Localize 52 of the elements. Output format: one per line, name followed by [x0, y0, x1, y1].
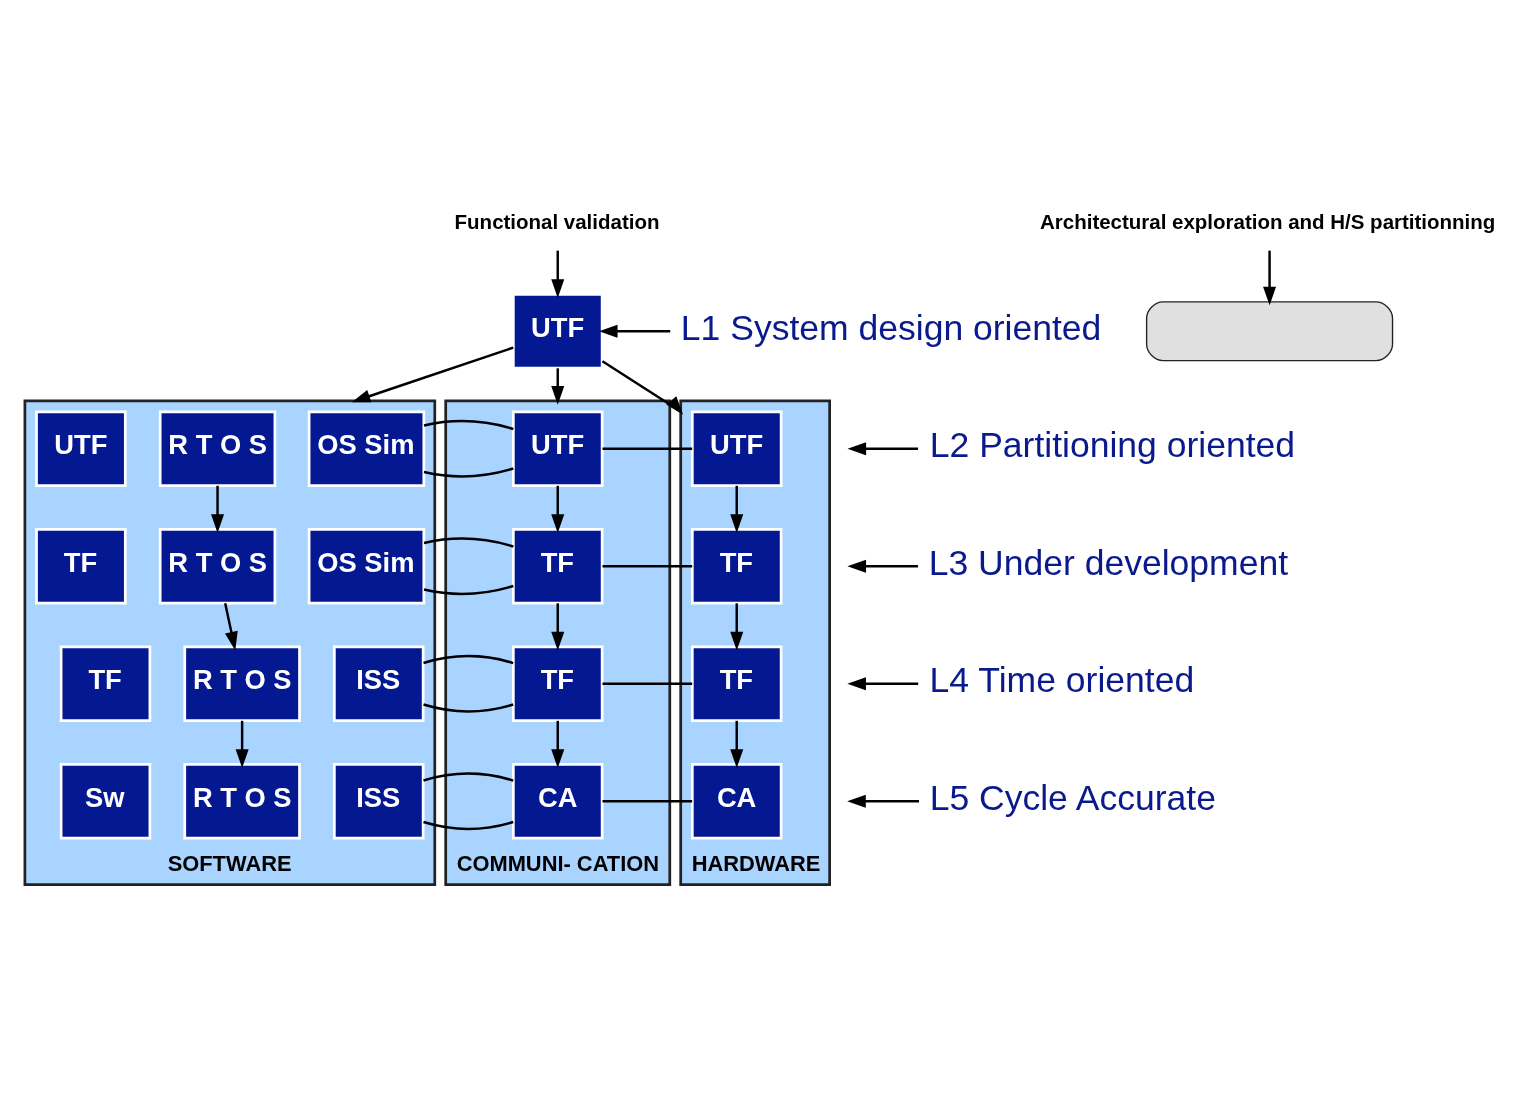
node-text: L3 Under development: [928, 542, 1289, 583]
node-box: TF: [511, 527, 604, 604]
arrow: [551, 485, 565, 533]
arrow: [224, 602, 238, 650]
connector: [602, 799, 693, 802]
arrow: [551, 720, 565, 768]
node-box: UTF: [690, 410, 783, 487]
node-text: L1 System design oriented: [680, 307, 1102, 348]
node-box: CA: [690, 762, 783, 839]
node-box: TF: [59, 645, 152, 722]
node-box: ISS: [333, 762, 425, 839]
node-box: OS Sim: [307, 410, 426, 487]
node-box: TF: [511, 645, 604, 722]
arrow: [211, 485, 225, 533]
arrow: [551, 367, 565, 405]
node-text: L5 Cycle Accurate: [929, 777, 1216, 818]
connector: [602, 447, 693, 450]
node-box: OS Sim: [307, 527, 426, 604]
arrow: [551, 250, 565, 298]
arrow: [551, 602, 565, 650]
node-box: R T O S: [158, 527, 277, 604]
node-box: ISS: [333, 645, 425, 722]
arrow: [601, 359, 684, 415]
arrow: [847, 794, 919, 808]
node-text: L4 Time oriented: [929, 659, 1195, 700]
arrow: [730, 485, 744, 533]
node-text: Architectural exploration and H/S partitionning: [1040, 209, 1496, 233]
arrow: [730, 602, 744, 650]
arrow: [351, 345, 514, 402]
connector: [602, 682, 693, 685]
node-box: CA: [511, 762, 604, 839]
node-box: UTF: [511, 292, 604, 369]
connector: [602, 564, 693, 567]
arrow: [730, 720, 744, 768]
arrow: [598, 324, 671, 338]
node-text: L2 Partitioning oriented: [929, 424, 1296, 465]
node-box: UTF: [511, 410, 604, 487]
node-box: UTF: [35, 410, 127, 487]
arrow: [847, 559, 918, 573]
node-box: R T O S: [183, 762, 301, 839]
node-box: TF: [35, 527, 127, 604]
arrow: [235, 720, 249, 768]
node-box: TF: [690, 527, 783, 604]
node-box: [1145, 300, 1394, 361]
node-box: R T O S: [158, 410, 277, 487]
node-box: Sw: [59, 762, 152, 839]
node-box: R T O S: [183, 645, 301, 722]
node-text: Functional validation: [454, 209, 660, 233]
arrow: [847, 441, 919, 455]
arrow: [1263, 250, 1277, 305]
node-box: TF: [690, 645, 783, 722]
arrow: [847, 676, 919, 690]
